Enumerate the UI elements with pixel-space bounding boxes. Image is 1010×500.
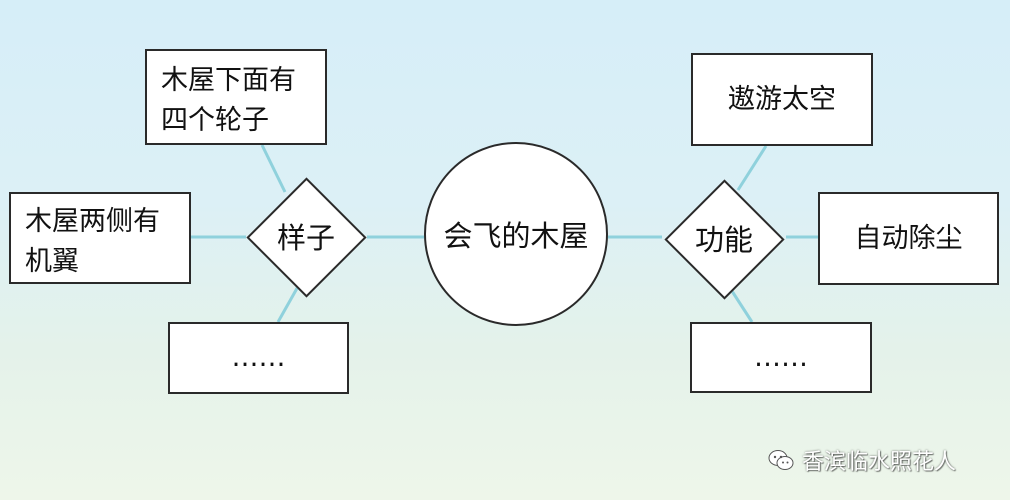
left-item-1-text: 木屋下面有 四个轮子 (161, 65, 296, 136)
left-item-1: 木屋下面有 四个轮子 (145, 49, 327, 145)
right-item-2: 自动除尘 (818, 192, 999, 285)
left-item-2: 木屋两侧有 机翼 (9, 192, 191, 284)
connector-right-box-3 (728, 287, 754, 323)
center-node: 会飞的木屋 (424, 142, 608, 326)
center-node-label: 会飞的木屋 (443, 219, 589, 253)
wechat-icon (768, 450, 794, 470)
right-item-3: …… (690, 322, 872, 393)
watermark-text: 香滨临水照花人 (802, 450, 957, 475)
left-hub-label: 样子 (276, 221, 335, 255)
watermark: 香滨临水照花人 (768, 444, 956, 476)
left-item-3: …… (168, 322, 349, 394)
right-item-2-text: 自动除尘 (854, 222, 963, 254)
connector-left-box-1 (260, 144, 287, 193)
right-item-1-text: 遨游太空 (728, 83, 836, 115)
left-item-3-text: …… (231, 342, 286, 373)
right-item-3-text: …… (754, 341, 808, 373)
right-hub-label: 功能 (694, 223, 753, 257)
left-item-2-text: 木屋两侧有 机翼 (25, 206, 160, 277)
connector-right-box-1 (736, 145, 768, 191)
connector-left-box-3 (276, 282, 302, 323)
right-item-1: 遨游太空 (691, 53, 873, 146)
